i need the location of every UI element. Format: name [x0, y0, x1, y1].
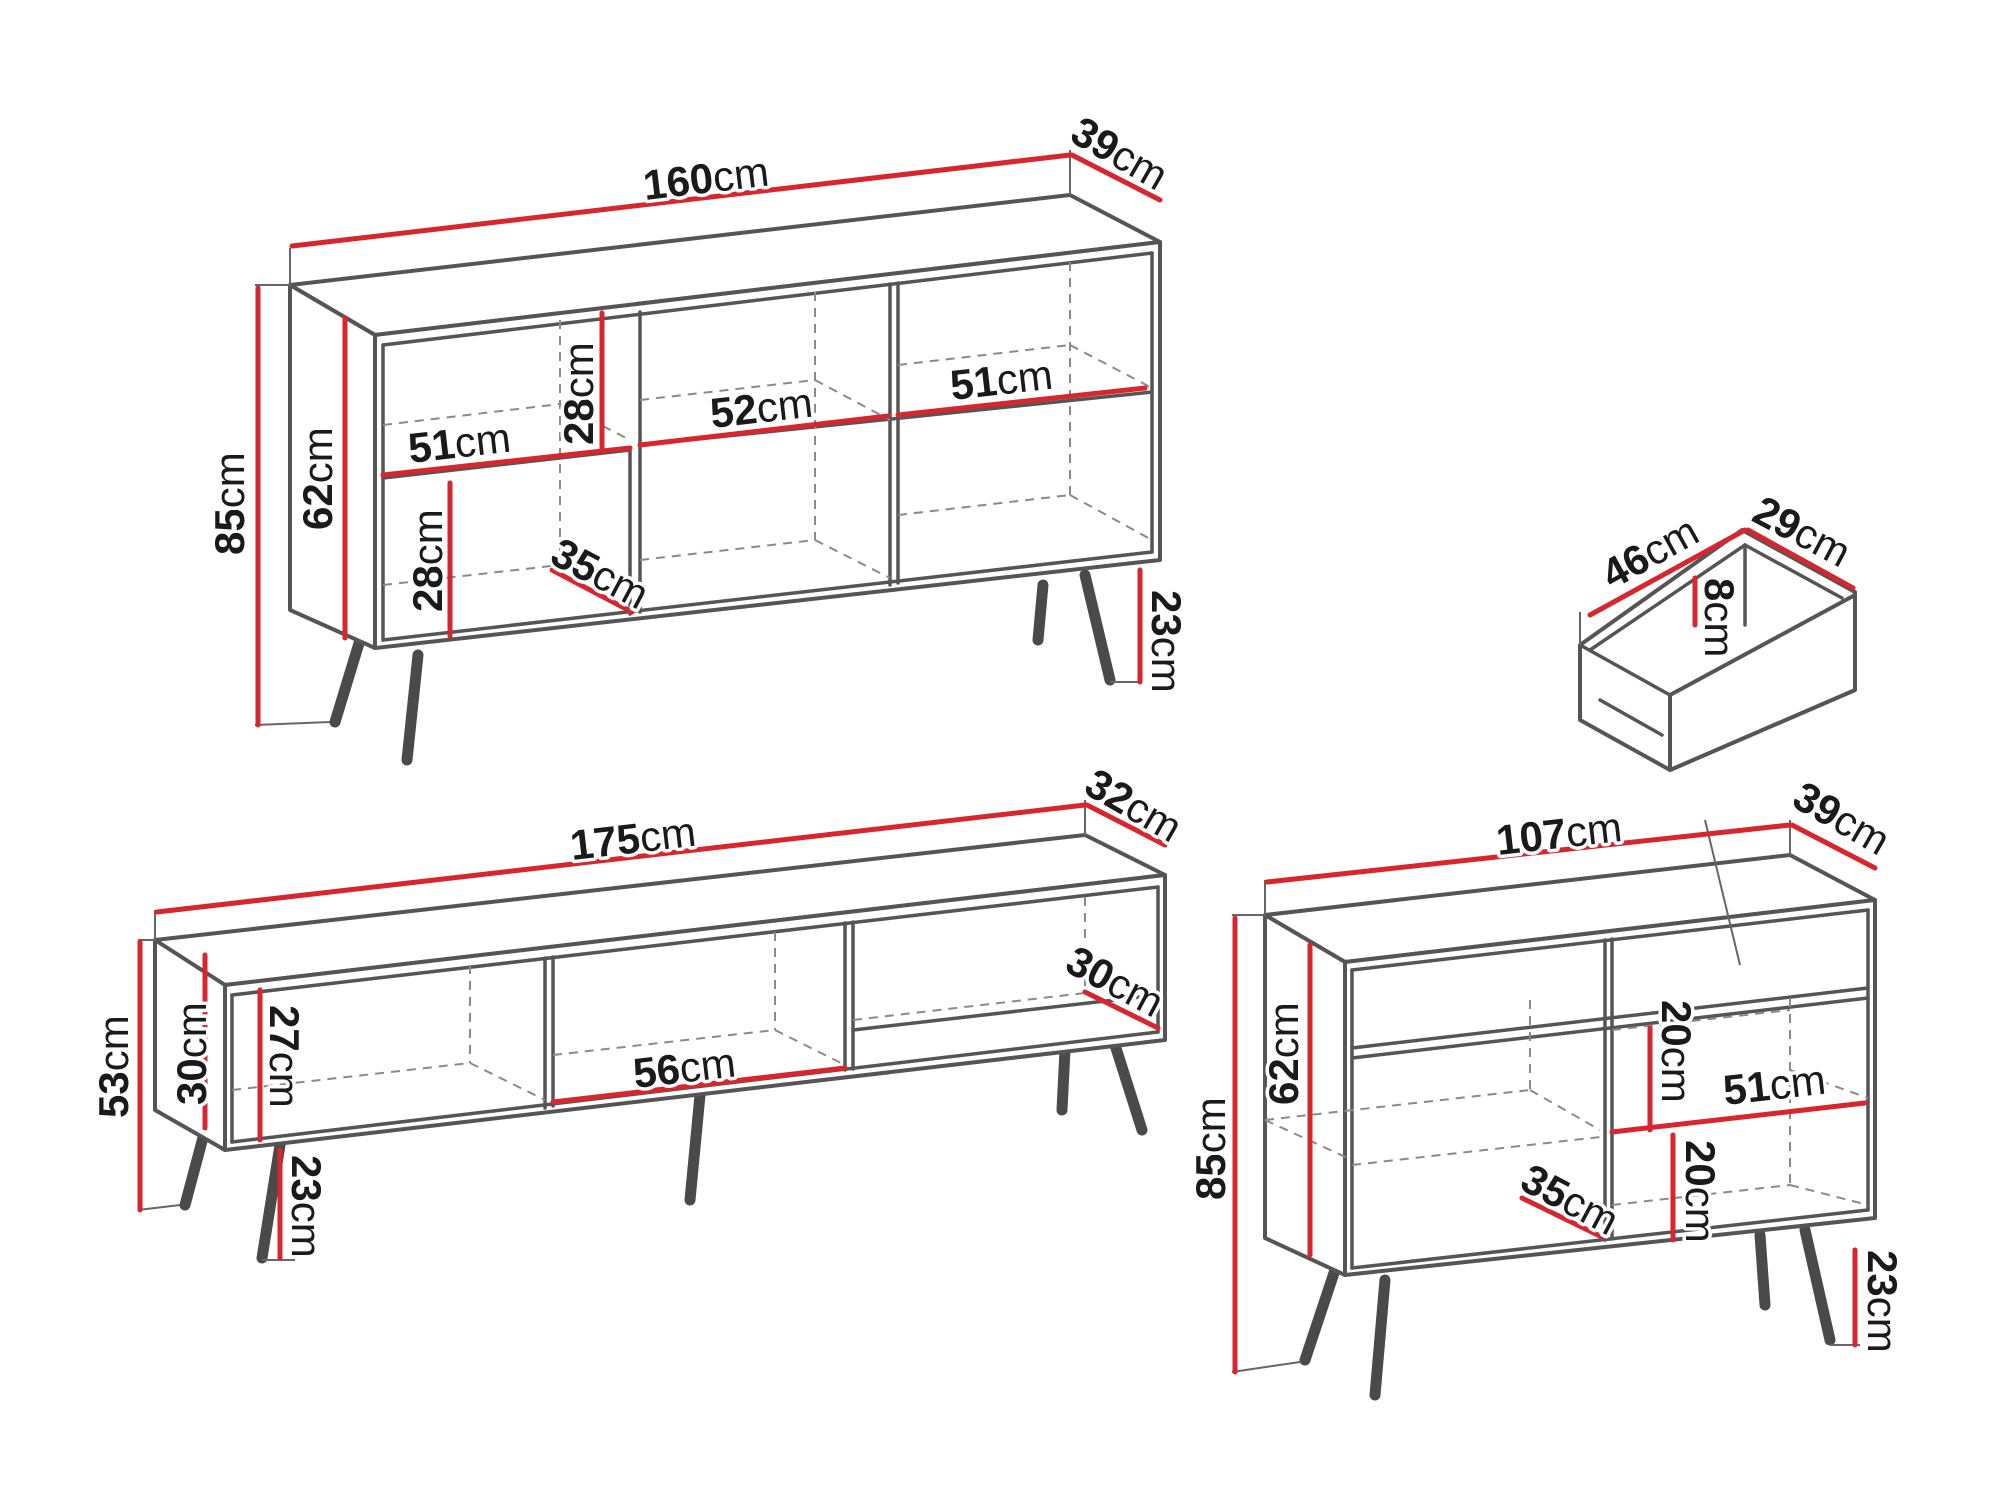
- label-sideboard-shelf-right: 51cm: [948, 351, 1055, 409]
- chest-legs: [1299, 1224, 1836, 1401]
- tv-stand-legs: [179, 1039, 1148, 1264]
- label-sideboard-width: 160cm: [641, 148, 772, 209]
- label-tv-stand-leg-height: 23cm: [283, 1155, 330, 1258]
- label-sideboard-inner-height: 62cm: [294, 427, 341, 530]
- label-chest-inner-height: 62cm: [1260, 1002, 1307, 1105]
- label-chest-height: 85cm: [1187, 1097, 1234, 1200]
- label-drawer-height: 8cm: [1696, 578, 1743, 657]
- chest-drawing: [1231, 819, 1878, 1401]
- label-tv-stand-depth: 32cm: [1078, 759, 1190, 851]
- label-sideboard-depth: 39cm: [1064, 107, 1176, 199]
- label-chest-lower-compartment: 20cm: [1677, 1140, 1724, 1243]
- label-sideboard-shelf-left: 51cm: [406, 414, 513, 472]
- label-tv-stand-body-height: 30cm: [168, 1002, 215, 1105]
- tv-stand-hidden-lines: [231, 897, 1159, 1101]
- label-tv-stand-center-width: 56cm: [631, 1038, 738, 1096]
- label-chest-upper-compartment: 20cm: [1653, 1000, 1700, 1103]
- label-chest-width: 107cm: [1494, 803, 1625, 864]
- drawer-drawing: [1578, 527, 1857, 772]
- label-sideboard-upper-compartment: 28cm: [555, 342, 602, 445]
- label-chest-leg-height: 23cm: [1859, 1250, 1906, 1353]
- sideboard-drawing: [254, 150, 1163, 766]
- label-sideboard-leg-height: 23cm: [1143, 590, 1190, 693]
- label-chest-shelf-width: 51cm: [1721, 1056, 1828, 1114]
- sideboard-front: [373, 240, 1162, 650]
- sideboard-legs: [329, 569, 1116, 766]
- tv-stand-front: [223, 873, 1167, 1152]
- drawer-front: [1668, 593, 1857, 772]
- label-tv-stand-inner-height: 27cm: [261, 1005, 308, 1108]
- chest-front: [1343, 898, 1877, 1277]
- sideboard-dimension-lines: [255, 152, 1163, 728]
- label-sideboard-lower-compartment: 28cm: [404, 509, 451, 612]
- label-tv-stand-width: 175cm: [568, 808, 699, 869]
- label-sideboard-height: 85cm: [206, 452, 253, 555]
- tv-stand-drawing: [137, 800, 1168, 1264]
- chest-hidden-lines: [1264, 998, 1869, 1206]
- chest-dimension-lines: [1232, 822, 1878, 1375]
- label-sideboard-shelf-center: 52cm: [708, 379, 815, 437]
- tv-stand-dimension-lines: [137, 802, 1168, 1261]
- drawer-dimension-lines: [1587, 527, 1856, 628]
- sideboard-hidden-lines: [382, 262, 1153, 586]
- label-tv-stand-height: 53cm: [90, 1015, 137, 1118]
